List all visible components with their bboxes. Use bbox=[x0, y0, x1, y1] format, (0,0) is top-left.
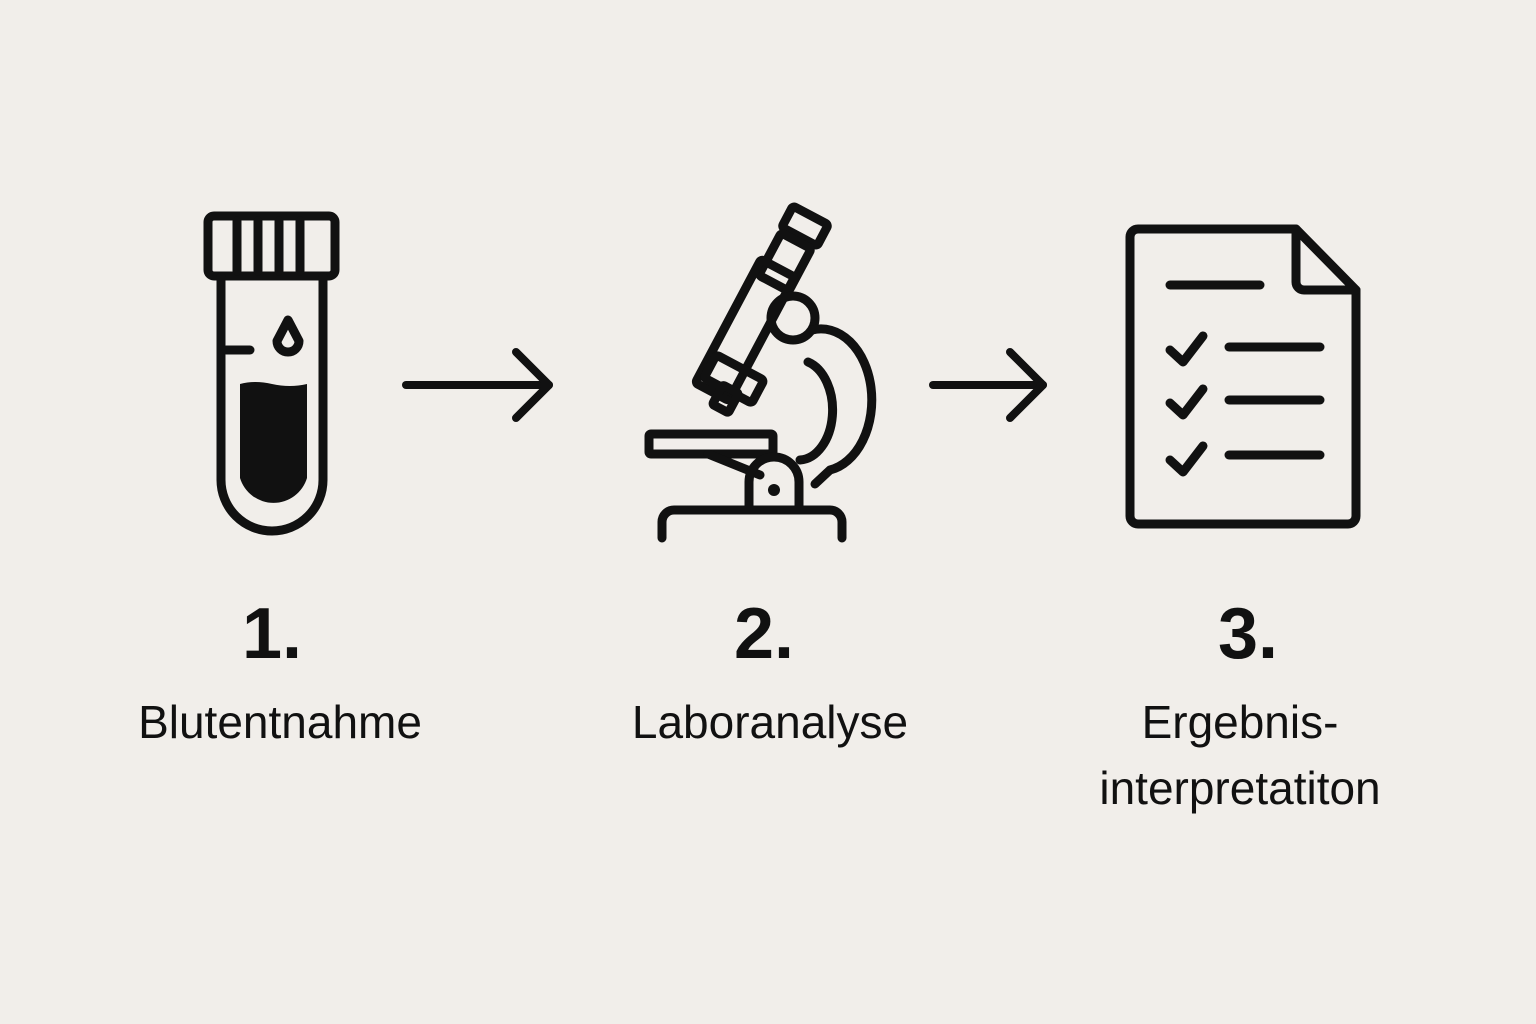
checklist-document-icon bbox=[1125, 224, 1361, 529]
step-3-number: 3. bbox=[1217, 594, 1279, 674]
step-3-label-line-2: interpretatiton bbox=[1099, 762, 1381, 814]
step-3-label-line-1: Ergebnis- bbox=[1141, 696, 1339, 748]
microscope-icon bbox=[644, 202, 877, 543]
step-2-label: Laboranalyse bbox=[631, 696, 909, 748]
blood-test-tube-icon bbox=[203, 211, 340, 536]
arrow-right-icon bbox=[929, 348, 1047, 422]
step-1-label: Blutentnahme bbox=[138, 696, 422, 748]
step-1-number: 1. bbox=[241, 594, 303, 674]
step-2-number: 2. bbox=[733, 594, 795, 674]
arrow-right-icon bbox=[402, 348, 553, 422]
